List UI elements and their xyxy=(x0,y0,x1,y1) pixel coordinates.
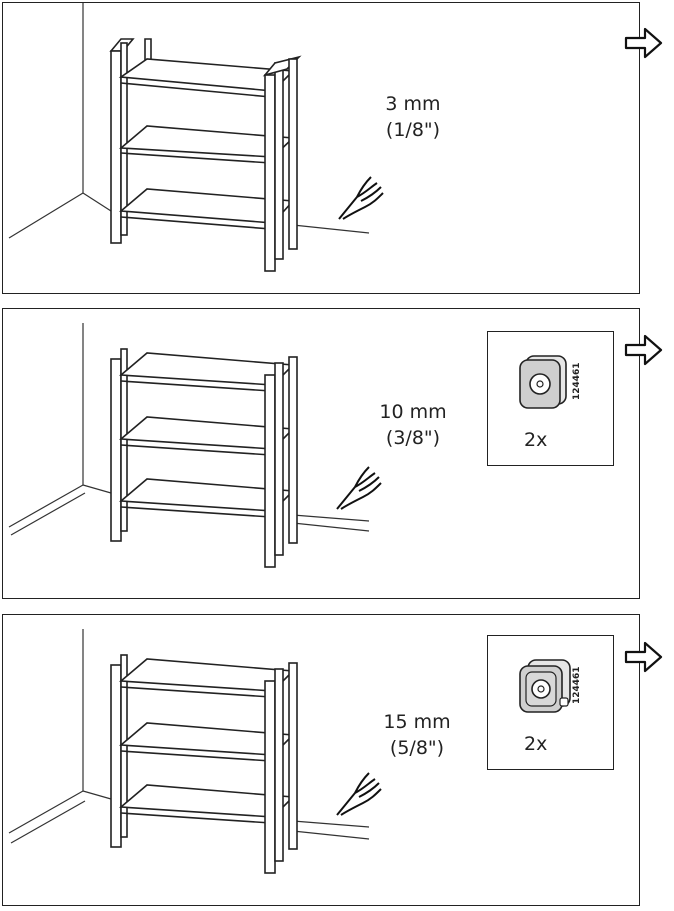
next-arrow-icon xyxy=(624,641,663,673)
part-code: 124461 xyxy=(572,362,582,400)
shelf-scene-3 xyxy=(8,629,370,874)
step-panel-1: 3 mm (1/8") xyxy=(2,2,640,294)
measurement-label: 15 mm (5/8") xyxy=(357,709,477,761)
measurement-label: 3 mm (1/8") xyxy=(353,91,473,143)
measure-mm: 3 mm xyxy=(385,93,441,115)
measure-mm: 10 mm xyxy=(379,401,447,423)
step-panel-2: 10 mm (3/8") 124461 2x xyxy=(2,308,640,599)
shelf-scene-2 xyxy=(8,323,370,568)
measure-mm: 15 mm xyxy=(383,711,451,733)
shelf-scene-1 xyxy=(8,3,370,272)
part-box: 124461 2x xyxy=(487,635,614,770)
part-quantity: 2x xyxy=(524,429,548,451)
wall-bumper-part-icon xyxy=(519,659,571,713)
hand-pointing-icon xyxy=(336,772,382,816)
measurement-label: 10 mm (3/8") xyxy=(353,399,473,451)
part-box: 124461 2x xyxy=(487,331,614,466)
part-code: 124461 xyxy=(572,666,582,704)
measure-in: (1/8") xyxy=(385,119,441,141)
next-arrow-icon xyxy=(624,334,663,366)
hand-pointing-icon xyxy=(338,176,384,220)
next-arrow-icon xyxy=(624,27,663,59)
hand-pointing-icon xyxy=(336,466,382,510)
wall-bumper-part-icon xyxy=(519,355,567,409)
measure-in: (3/8") xyxy=(385,427,441,449)
measure-in: (5/8") xyxy=(389,737,445,759)
step-panel-3: 15 mm (5/8") 124461 2x xyxy=(2,614,640,906)
part-quantity: 2x xyxy=(524,733,548,755)
